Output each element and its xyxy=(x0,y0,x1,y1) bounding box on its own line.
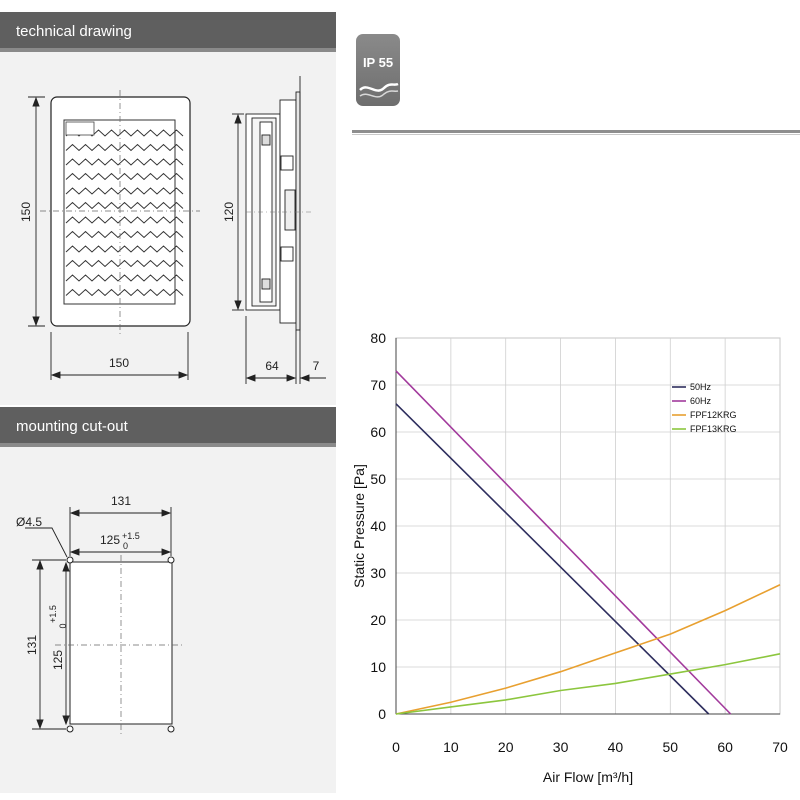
side-depth-label: 64 xyxy=(265,359,279,373)
y-tick-label: 70 xyxy=(370,377,386,393)
legend-label: 50Hz xyxy=(690,382,712,392)
mount-hole xyxy=(66,556,74,564)
louver-slat xyxy=(65,187,184,195)
x-tick-label: 50 xyxy=(662,739,678,755)
mount-hole xyxy=(167,725,175,733)
hole-diameter-label: Ø4.5 xyxy=(16,515,42,529)
louver-slat xyxy=(65,143,184,152)
series-line-fpf12krg xyxy=(395,584,781,715)
pressure-airflow-chart: 0 10 20 30 40 50 60 70 0 10 20 30 40 50 60 70 80 50Hz 60H… xyxy=(351,330,788,785)
cutout-outer-height-label: 131 xyxy=(25,635,39,655)
technical-drawing-header: technical drawing xyxy=(0,12,336,52)
series-line-60hz xyxy=(395,370,732,715)
y-tick-label: 40 xyxy=(370,518,386,534)
chart-series xyxy=(395,370,781,715)
louver-slat xyxy=(65,230,184,239)
x-tick-label: 60 xyxy=(717,739,733,755)
cutout-inner-height-label: 125 xyxy=(51,650,65,670)
x-tick-label: 0 xyxy=(392,739,400,755)
side-flange-label: 7 xyxy=(313,359,320,373)
series-line-50hz xyxy=(395,403,710,715)
x-tick-label: 70 xyxy=(772,739,788,755)
louver-slat xyxy=(65,288,184,297)
louver-slat xyxy=(65,216,184,224)
cutout-inner-height-tol-lower: 0 xyxy=(58,623,68,628)
front-height-label: 150 xyxy=(19,202,33,222)
side-dimensions xyxy=(232,76,326,384)
y-tick-label: 10 xyxy=(370,659,386,675)
series-line-fpf13krg xyxy=(395,653,781,715)
side-view xyxy=(245,91,312,331)
y-tick-label: 50 xyxy=(370,471,386,487)
x-tick-label: 40 xyxy=(608,739,624,755)
legend-label: FPF12KRG xyxy=(690,410,737,420)
chart-y-axis-label: Static Pressure [Pa] xyxy=(351,464,367,588)
louver-slat xyxy=(65,274,184,282)
y-tick-label: 80 xyxy=(370,330,386,346)
mount-hole xyxy=(167,556,175,564)
cutout-inner-height-tol-upper: +1.5 xyxy=(48,605,58,623)
header-rule-shadow xyxy=(352,134,800,135)
louver-slat xyxy=(65,201,184,210)
louver-slat xyxy=(65,172,184,181)
front-width-label: 150 xyxy=(109,356,129,370)
louver-slat xyxy=(65,158,184,166)
legend-label: 60Hz xyxy=(690,396,712,406)
mounting-cutout-header: mounting cut-out xyxy=(0,407,336,447)
ip55-badge: IP 55 xyxy=(356,34,400,106)
cutout-view xyxy=(55,555,182,735)
cutout-inner-width-tol-lower: 0 xyxy=(123,541,128,551)
front-view xyxy=(40,90,200,335)
louver-slat xyxy=(65,259,184,268)
mount-hole xyxy=(66,725,74,733)
y-tick-label: 0 xyxy=(378,706,386,722)
cutout-dimensions xyxy=(25,507,172,730)
x-tick-label: 10 xyxy=(443,739,459,755)
cutout-inner-width-label: 125 xyxy=(100,533,120,547)
header-rule xyxy=(352,130,800,133)
y-tick-label: 30 xyxy=(370,565,386,581)
wave-icon xyxy=(359,82,399,98)
cutout-outer-width-label: 131 xyxy=(111,494,131,508)
y-tick-label: 60 xyxy=(370,424,386,440)
front-dimensions xyxy=(28,96,189,380)
x-tick-label: 30 xyxy=(553,739,569,755)
side-height-label: 120 xyxy=(222,202,236,222)
x-tick-label: 20 xyxy=(498,739,514,755)
ip55-badge-text: IP 55 xyxy=(362,55,394,70)
chart-ticks: 0 10 20 30 40 50 60 70 0 10 20 30 40 50 60 70 80 xyxy=(370,330,788,755)
legend-label: FPF13KRG xyxy=(690,424,737,434)
cutout-inner-width-tol-upper: +1.5 xyxy=(122,531,140,541)
chart-x-axis-label: Air Flow [m³/h] xyxy=(543,769,633,785)
y-tick-label: 20 xyxy=(370,612,386,628)
louver-slat xyxy=(65,245,184,253)
